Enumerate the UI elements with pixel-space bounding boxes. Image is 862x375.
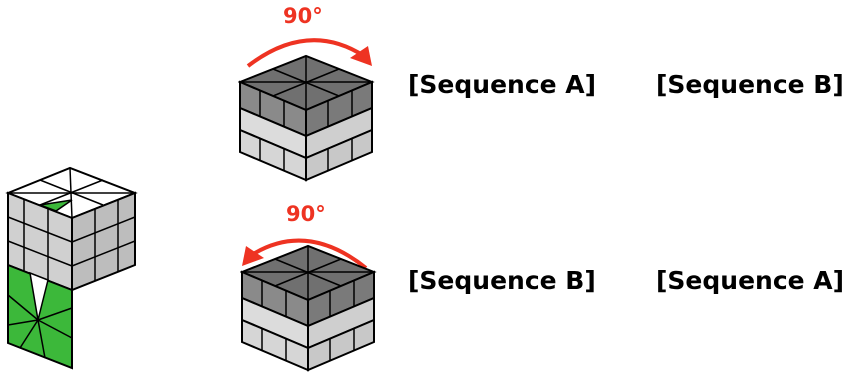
rotation-label-top: 90° (283, 4, 323, 28)
square-one-cube-bottom (240, 244, 377, 372)
counterclockwise-arrow-icon (242, 238, 368, 270)
unfolded-white-wedge (29, 271, 49, 321)
unfolded-puzzle-diagram (5, 166, 138, 370)
clockwise-arrow-icon (246, 38, 372, 68)
square-one-cube-top (238, 54, 375, 182)
rotation-label-bottom: 90° (286, 202, 326, 226)
sequence-label-bottom-second: [Sequence A] (656, 266, 845, 295)
sequence-label-top-first: [Sequence A] (408, 70, 597, 99)
sequence-label-bottom-first: [Sequence B] (408, 266, 596, 295)
sequence-label-top-second: [Sequence B] (656, 70, 844, 99)
